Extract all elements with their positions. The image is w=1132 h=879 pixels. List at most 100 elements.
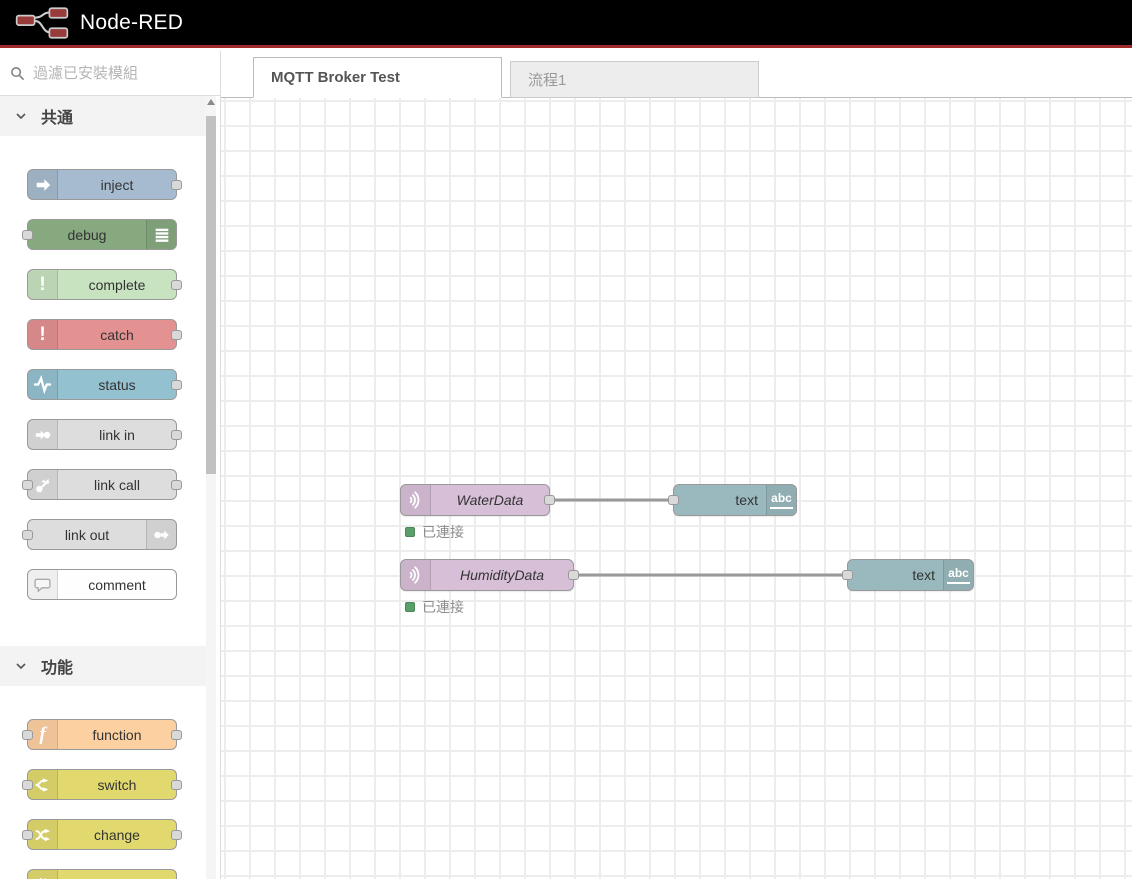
node-status: 已連接: [405, 522, 464, 542]
input-port[interactable]: [668, 495, 679, 505]
node-change[interactable]: change: [22, 819, 182, 850]
node-complete[interactable]: ! complete: [27, 269, 182, 300]
link-call-icon: [28, 470, 58, 499]
palette-filter-input[interactable]: [33, 64, 193, 82]
input-port[interactable]: [22, 529, 33, 540]
node-label: complete: [88, 276, 146, 293]
app-title: Node-RED: [80, 10, 184, 34]
input-port[interactable]: [22, 479, 33, 490]
input-port[interactable]: [842, 570, 853, 580]
node-label: inject: [100, 176, 134, 193]
node-comment[interactable]: comment: [27, 569, 177, 600]
app-header: Node-RED: [0, 0, 1132, 48]
input-port[interactable]: [22, 229, 33, 240]
node-label: debug: [67, 226, 107, 243]
palette-category-nodes: inject debug! complete !catch status link in l…: [0, 136, 220, 646]
node-range[interactable]: range: [27, 869, 177, 879]
comment-bubble-icon: [28, 570, 58, 599]
output-port[interactable]: [171, 329, 182, 340]
node-inject[interactable]: inject: [27, 169, 182, 200]
node-label: comment: [88, 576, 146, 593]
palette: 共通 inject debug! complete !catch status link i…: [0, 51, 221, 879]
search-icon: [11, 66, 25, 80]
node-label: range: [58, 870, 176, 879]
link-in-icon: [28, 420, 58, 449]
output-port[interactable]: [171, 479, 182, 490]
scrollbar-up-arrow-icon[interactable]: [207, 99, 215, 105]
status-wave-icon: [28, 370, 58, 399]
node-link-call[interactable]: link call: [22, 469, 182, 500]
palette-search[interactable]: [0, 51, 220, 96]
node-status: 已連接: [405, 597, 464, 617]
palette-category-header[interactable]: 功能: [0, 646, 207, 686]
node-label: change: [94, 826, 140, 843]
broadcast-icon: [401, 485, 431, 515]
output-port[interactable]: [568, 570, 579, 580]
abc-icon: abc: [943, 560, 973, 590]
node-label: text: [735, 492, 758, 508]
node-function[interactable]: f function: [22, 719, 182, 750]
link-out-icon: [146, 520, 176, 549]
node-switch[interactable]: switch: [22, 769, 182, 800]
broadcast-icon: [401, 560, 431, 590]
status-dot-icon: [405, 527, 415, 537]
output-port[interactable]: [171, 429, 182, 440]
palette-node-list: 共通 inject debug! complete !catch status link i…: [0, 96, 220, 879]
node-debug[interactable]: debug: [22, 219, 177, 250]
function-f-icon: f: [28, 720, 58, 749]
output-port[interactable]: [171, 179, 182, 190]
scrollbar-thumb[interactable]: [206, 116, 216, 474]
input-port[interactable]: [22, 729, 33, 740]
flow-tab-MQTT-Broker-Test[interactable]: MQTT Broker Test: [253, 57, 502, 98]
node-HumidityData[interactable]: HumidityData: [400, 559, 579, 591]
output-port[interactable]: [171, 729, 182, 740]
output-port[interactable]: [171, 829, 182, 840]
wires-layer: [553, 498, 844, 577]
node-label: link in: [99, 426, 135, 443]
status-dot-icon: [405, 602, 415, 612]
status-text: 已連接: [422, 524, 464, 540]
palette-category-nodes: f function switch change range: [0, 686, 220, 879]
node-label: switch: [97, 776, 137, 793]
input-port[interactable]: [22, 779, 33, 790]
node-label: link out: [64, 526, 110, 543]
node-label: WaterData: [456, 492, 524, 508]
node-label: link call: [94, 476, 140, 493]
switch-icon: [28, 770, 58, 799]
node-link-out[interactable]: link out: [22, 519, 177, 550]
palette-scrollbar[interactable]: [206, 96, 216, 879]
output-port[interactable]: [171, 379, 182, 390]
node-status[interactable]: status: [27, 369, 182, 400]
node-label: HumidityData: [459, 567, 545, 583]
chevron-down-icon: [15, 660, 27, 672]
debug-list-icon: [146, 220, 176, 249]
input-port[interactable]: [22, 829, 33, 840]
output-port[interactable]: [171, 279, 182, 290]
range-icon: [28, 870, 58, 879]
node-label: function: [92, 726, 142, 743]
node-catch[interactable]: !catch: [27, 319, 182, 350]
inject-arrow-icon: [28, 170, 58, 199]
status-text: 已連接: [422, 599, 464, 615]
exclamation-icon: !: [28, 270, 58, 299]
output-port[interactable]: [171, 779, 182, 790]
node-link-in[interactable]: link in: [27, 419, 182, 450]
change-icon: [28, 820, 58, 849]
node-label: text: [912, 567, 935, 583]
palette-category-header[interactable]: 共通: [0, 96, 207, 136]
palette-category-label: 功能: [41, 660, 74, 677]
abc-icon: abc: [766, 485, 796, 515]
exclamation-icon: !: [28, 320, 58, 349]
flow-tab-流程1[interactable]: 流程1: [510, 61, 759, 98]
palette-category-label: 共通: [41, 110, 74, 127]
node-red-logo-icon: [15, 6, 69, 39]
node-label: status: [98, 376, 136, 393]
node-WaterData[interactable]: WaterData: [400, 484, 555, 516]
output-port[interactable]: [544, 495, 555, 505]
chevron-down-icon: [15, 110, 27, 122]
